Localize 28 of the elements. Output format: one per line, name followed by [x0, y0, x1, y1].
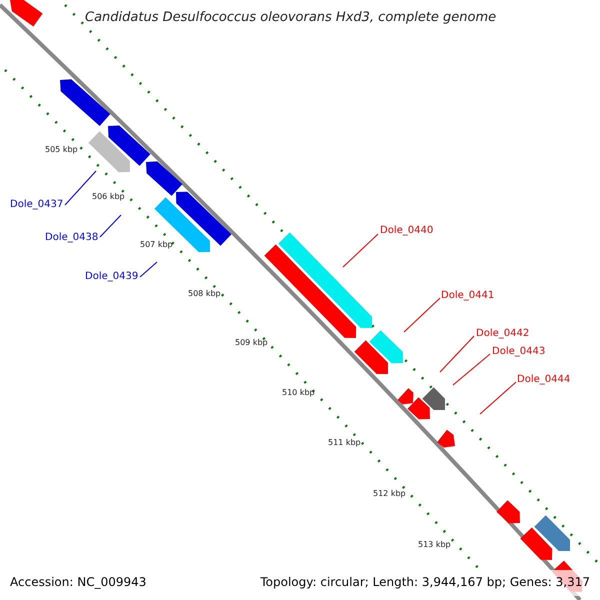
- leader-line: [404, 298, 440, 332]
- position-label: 505 kbp: [45, 146, 78, 154]
- leader-line: [440, 336, 474, 372]
- gene-label: Dole_0444: [517, 375, 570, 385]
- leader-line: [342, 234, 378, 268]
- position-label: 507 kbp: [140, 241, 173, 249]
- leader-line: [140, 262, 158, 278]
- position-label: 508 kbp: [188, 290, 221, 298]
- position-label: 506 kbp: [92, 193, 125, 201]
- leader-line: [100, 214, 122, 238]
- position-label: 512 kbp: [373, 490, 406, 498]
- leader-line: [64, 170, 96, 206]
- gene-label: Dole_0443: [492, 347, 546, 357]
- leader-line: [480, 382, 516, 414]
- position-label: 513 kbp: [418, 541, 451, 549]
- position-label: 510 kbp: [282, 389, 315, 397]
- gene-label: Dole_0442: [476, 329, 530, 339]
- genome-summary-text: Topology: circular; Length: 3,944,167 bp; Genes: 3,317: [260, 576, 590, 588]
- gene-label: Dole_0440: [380, 226, 434, 236]
- gene-label: Dole_0437: [10, 200, 64, 210]
- gene-label: Dole_0439: [85, 272, 138, 282]
- position-label: 509 kbp: [235, 339, 268, 347]
- map-title: Candidatus Desulfococcus oleovorans Hxd3, complete genome: [85, 11, 496, 24]
- gene-label: Dole_0438: [45, 233, 98, 243]
- leader-line: [452, 354, 490, 386]
- gene-label: Dole_0441: [441, 291, 494, 301]
- position-label: 511 kbp: [328, 439, 361, 447]
- accession-text: Accession: NC_009943: [10, 576, 146, 588]
